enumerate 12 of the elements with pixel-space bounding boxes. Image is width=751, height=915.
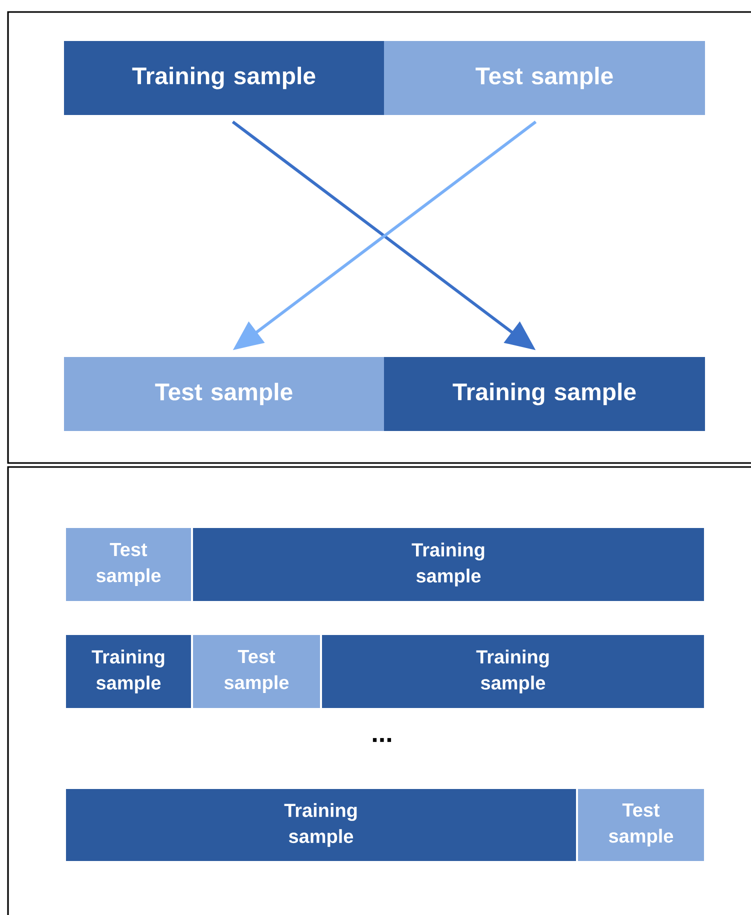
test-sample-box: Test sample [66,528,191,601]
test-sample-box: Test sample [578,789,704,861]
ellipsis-text: ... [372,738,392,742]
test-sample-box: Test sample [384,41,705,115]
training-sample-box: Training sample [64,41,384,115]
training-sample-box: Training sample [384,357,705,431]
training-sample-box: Training sample [66,789,576,861]
training-sample-box: Training sample [322,635,704,708]
training-sample-box: Training sample [193,528,704,601]
training-sample-box: Training sample [66,635,191,708]
test-sample-box: Test sample [64,357,384,431]
test-sample-box: Test sample [193,635,320,708]
